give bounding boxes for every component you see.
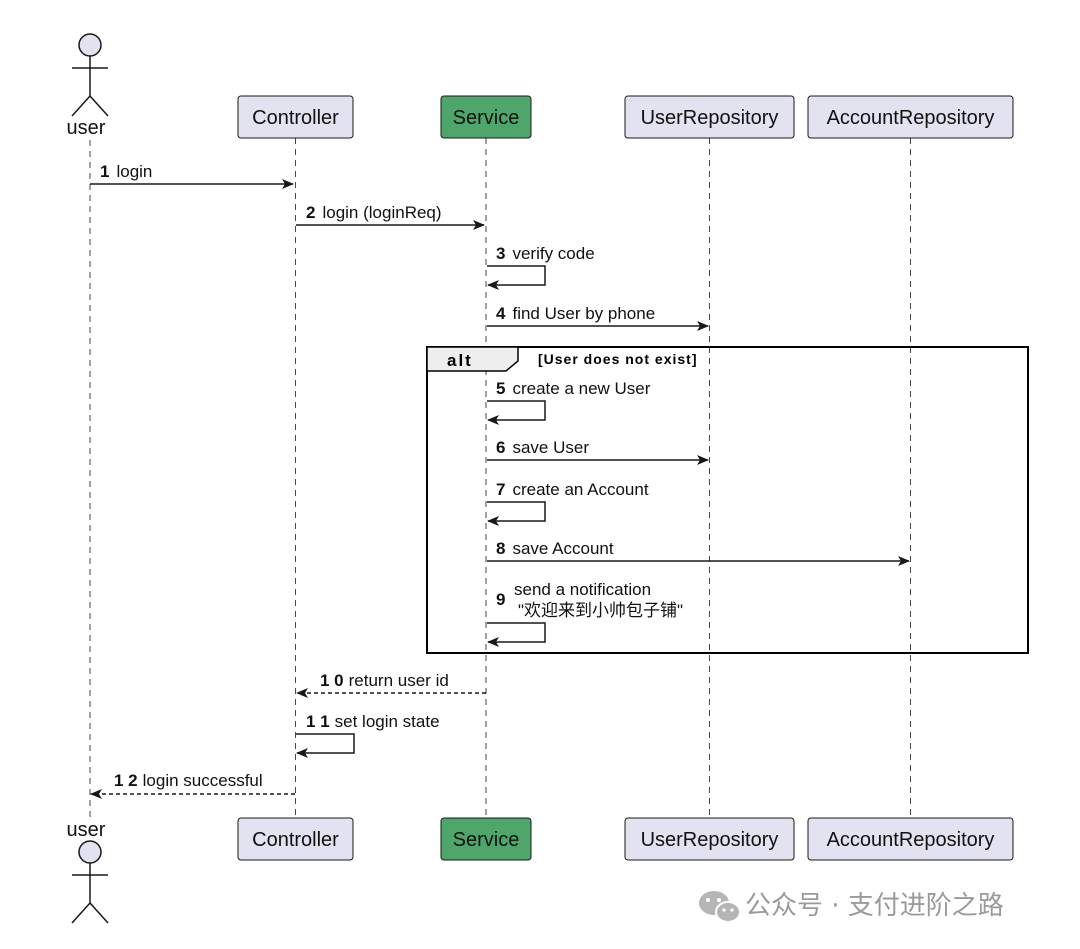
participant-label-service: Service (453, 107, 520, 129)
message-label: save User (512, 438, 589, 457)
participant-user-repository-top: UserRepository (624, 95, 795, 139)
message-label: create an Account (512, 480, 648, 499)
message-number: 9 (496, 590, 505, 609)
message-1: 1 login (90, 162, 294, 189)
message-12: 1 2 login successful (90, 771, 295, 799)
message-3: 3 verify code (487, 244, 595, 290)
participant-label-controller: Controller (252, 829, 339, 851)
message-8: 8 save Account (487, 539, 910, 566)
message-4: 4 find User by phone (487, 304, 709, 331)
message-label: send a notification (514, 580, 651, 599)
message-number: 1 1 (306, 712, 330, 731)
message-10: 1 0 return user id (296, 671, 486, 698)
actor-user-top: user (67, 33, 109, 139)
watermark: 公众号 · 支付进阶之路 (699, 891, 1004, 923)
message-label: save Account (512, 539, 613, 558)
participant-user-repository-bottom: UserRepository (624, 817, 795, 861)
participant-account-repository-top: AccountRepository (807, 95, 1014, 139)
message-number: 4 (496, 304, 506, 323)
wechat-icon (699, 891, 741, 923)
message-5: 5 create a new User (487, 379, 651, 425)
participant-label-controller: Controller (252, 107, 339, 129)
participant-controller-top: Controller (237, 95, 354, 139)
participant-label-user-repository: UserRepository (641, 829, 779, 851)
message-label: verify code (512, 244, 594, 263)
message-number: 1 0 (320, 671, 344, 690)
participant-label-user-bottom: user (67, 819, 106, 841)
message-label: login (loginReq) (322, 203, 441, 222)
participant-label-user-top: user (67, 117, 106, 139)
message-number: 8 (496, 539, 505, 558)
message-number: 6 (496, 438, 505, 457)
message-number: 1 2 (114, 771, 138, 790)
participant-service-top: Service (440, 95, 532, 139)
actor-user-bottom: user (67, 819, 109, 924)
message-number: 3 (496, 244, 505, 263)
message-9: 9 send a notification "欢迎来到小帅包子铺" (487, 580, 683, 647)
participant-service-bottom: Service (440, 817, 532, 861)
message-label: create a new User (512, 379, 650, 398)
message-label: return user id (349, 671, 449, 690)
participant-controller-bottom: Controller (237, 817, 354, 861)
actor-head-icon (78, 33, 102, 57)
alt-keyword: alt (447, 351, 473, 370)
message-label: set login state (335, 712, 440, 731)
message-6: 6 save User (487, 438, 709, 465)
message-number: 5 (496, 379, 505, 398)
message-label: login (116, 162, 152, 181)
message-label: login successful (143, 771, 263, 790)
participant-label-account-repository: AccountRepository (827, 107, 995, 129)
participant-label-user-repository: UserRepository (641, 107, 779, 129)
participant-account-repository-bottom: AccountRepository (807, 817, 1014, 861)
message-2: 2 login (loginReq) (296, 203, 485, 230)
message-label-line-2: "欢迎来到小帅包子铺" (518, 601, 683, 620)
message-label: find User by phone (512, 304, 655, 323)
actor-head-icon (78, 840, 102, 864)
alt-guard: [User does not exist] (538, 351, 697, 367)
message-number: 2 (306, 203, 315, 222)
message-number: 1 (100, 162, 109, 181)
message-7: 7 create an Account (487, 480, 649, 526)
participant-label-service: Service (453, 829, 520, 851)
participant-label-account-repository: AccountRepository (827, 829, 995, 851)
message-number: 7 (496, 480, 505, 499)
message-11: 1 1 set login state (296, 712, 440, 758)
alt-fragment: alt [User does not exist] (426, 346, 1029, 654)
watermark-text: 公众号 · 支付进阶之路 (745, 891, 1004, 921)
